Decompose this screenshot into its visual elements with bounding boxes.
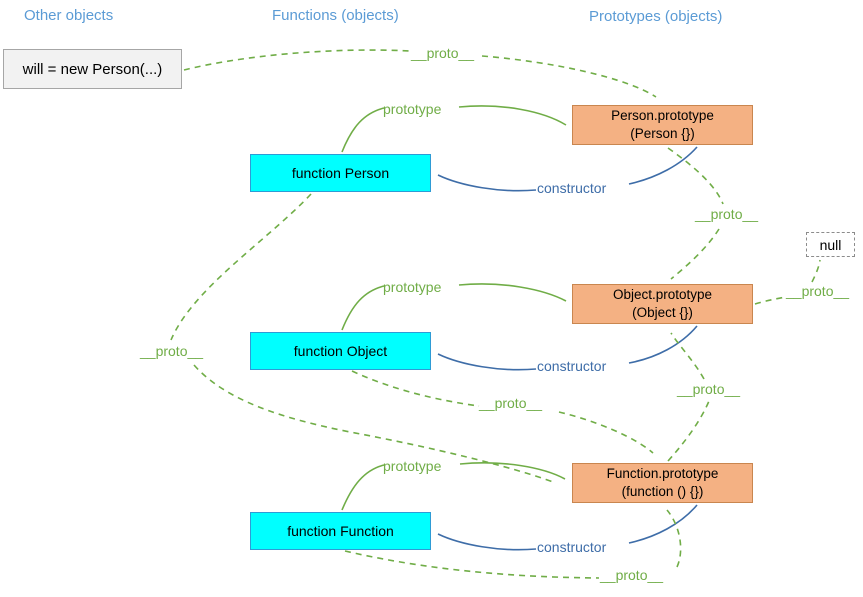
proto-arrow-function-prototype-head	[670, 332, 705, 380]
constructor-arrow-object-head	[437, 353, 537, 371]
proto-arrow-function-object-segment	[351, 370, 480, 407]
edge-label-proto-function-person: __proto__	[140, 343, 204, 359]
edge-label-proto-function-function: __proto__	[600, 567, 664, 583]
edge-label-constructor-object: constructor	[537, 358, 607, 374]
node-null: null	[806, 232, 855, 257]
proto-arrow-function-person-segment	[170, 193, 312, 341]
node-object-prototype: Object.prototype (Object {})	[572, 284, 753, 324]
node-will-label: will = new Person(...)	[22, 60, 163, 78]
column-header-functions-objects: Functions (objects)	[272, 7, 399, 24]
proto-arrow-function-prototype-segment	[667, 400, 710, 462]
constructor-arrow-person-head	[437, 174, 537, 192]
prototype-arrow-object-head	[458, 283, 567, 302]
edge-label-proto-person-prototype: __proto__	[695, 206, 759, 222]
node-function-person-label: function Person	[291, 165, 390, 181]
edge-label-prototype-function: prototype	[383, 458, 442, 474]
edge-label-constructor-function: constructor	[537, 539, 607, 555]
proto-arrow-will-head	[481, 55, 657, 98]
node-person-prototype-subtitle: (Person {})	[630, 126, 695, 141]
edge-label-constructor-person: constructor	[537, 180, 607, 196]
edge-label-prototype-object: prototype	[383, 279, 442, 295]
prototype-arrow-person-segment	[341, 107, 385, 153]
proto-arrow-person-prototype-segment	[667, 147, 724, 205]
prototype-arrow-person-head	[458, 105, 567, 126]
proto-arrow-function-function-segment	[344, 550, 600, 579]
node-will-instance: will = new Person(...)	[3, 49, 182, 89]
proto-arrow-will-segment	[183, 49, 411, 71]
constructor-arrow-object-segment	[628, 325, 698, 364]
proto-arrow-null-segment	[754, 296, 787, 305]
column-header-prototypes-objects: Prototypes (objects)	[589, 8, 723, 25]
constructor-arrow-person-segment	[628, 146, 698, 185]
edge-label-proto-function-prototype: __proto__	[677, 381, 741, 397]
constructor-arrow-function-head	[437, 533, 537, 551]
node-function-prototype-subtitle: (function () {})	[621, 484, 704, 499]
node-null-label: null	[819, 236, 842, 253]
node-person-prototype-title: Person.prototype	[611, 108, 714, 123]
proto-arrow-null-head	[811, 259, 821, 283]
node-function-object-label: function Object	[293, 343, 388, 359]
prototype-arrow-function-head	[459, 462, 566, 480]
proto-arrow-function-person-head	[193, 364, 557, 484]
edge-label-proto-will: __proto__	[411, 45, 475, 61]
node-object-prototype-title: Object.prototype	[612, 287, 713, 302]
constructor-arrow-function-segment	[628, 504, 698, 544]
node-function-prototype-title: Function.prototype	[606, 466, 719, 481]
node-person-prototype: Person.prototype (Person {})	[572, 105, 753, 145]
edge-label-proto-function-object: __proto__	[479, 395, 543, 411]
node-object-prototype-subtitle: (Object {})	[632, 305, 693, 320]
node-function-prototype: Function.prototype (function () {})	[572, 463, 753, 503]
proto-arrow-function-object-head	[558, 411, 654, 454]
prototype-arrow-function-segment	[341, 464, 385, 511]
column-header-other-objects: Other objects	[24, 7, 114, 24]
edge-label-proto-null: __proto__	[786, 283, 850, 299]
proto-arrow-function-function-head	[666, 509, 682, 568]
node-function-function-label: function Function	[287, 523, 394, 539]
proto-arrow-person-prototype-head	[670, 228, 720, 280]
node-function-person: function Person	[250, 154, 431, 192]
edge-label-prototype-person: prototype	[383, 101, 442, 117]
prototype-arrow-object-segment	[341, 285, 385, 331]
node-function-object: function Object	[250, 332, 431, 370]
node-function-function: function Function	[250, 512, 431, 550]
